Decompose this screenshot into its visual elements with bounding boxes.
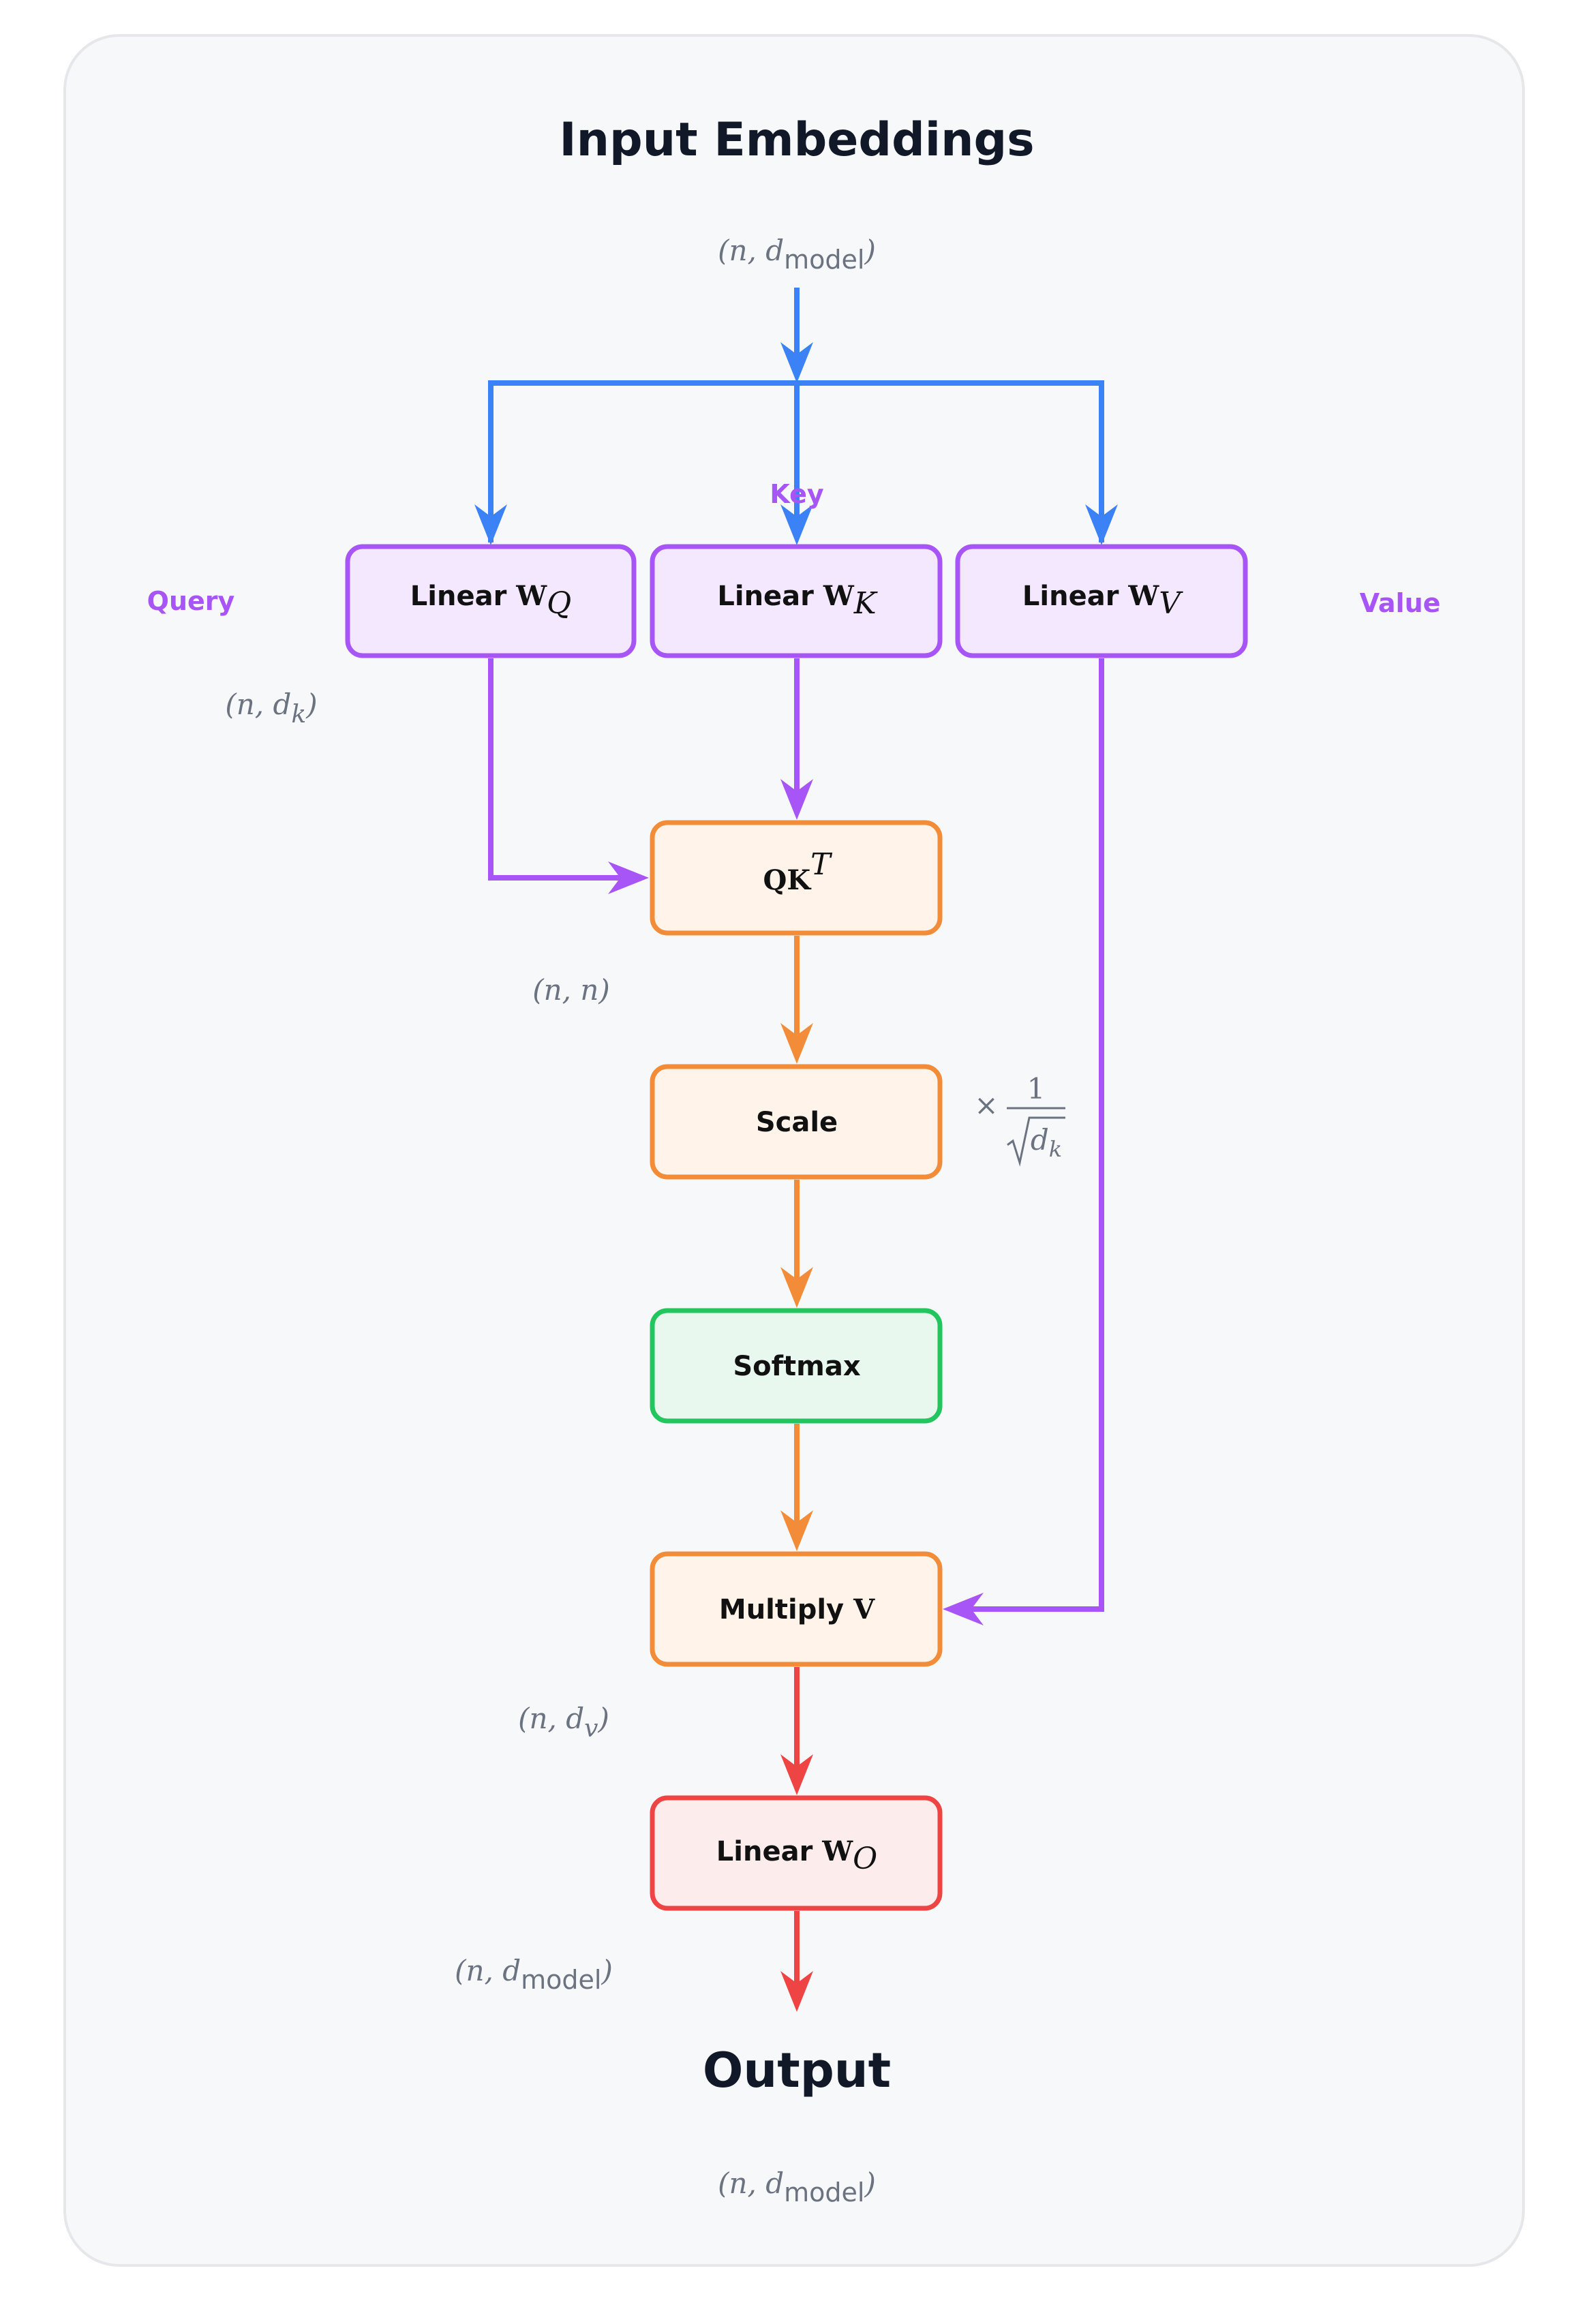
value-label: Value — [1360, 588, 1441, 618]
softmax-label: Softmax — [733, 1351, 860, 1382]
input-dim-a: (n, d — [718, 234, 784, 267]
input-dim-label: (n, dmodel) — [718, 234, 876, 275]
linear-wk-label: Linear WK — [717, 580, 877, 621]
wo-to-output-arrowhead — [780, 1971, 813, 2012]
key-label: Key — [770, 479, 824, 509]
multiply-v-label: Multiply V — [719, 1593, 875, 1625]
scale-label: Scale — [756, 1107, 838, 1138]
k-to-qk-arrowhead — [780, 779, 813, 820]
connectors — [474, 288, 1118, 2012]
softmax-box — [650, 1308, 943, 1424]
multiply-v-box — [650, 1551, 943, 1667]
linear-wo-label: Linear WO — [716, 1835, 877, 1876]
scale-to-softmax-arrowhead — [780, 1267, 813, 1308]
input-dim-b: ) — [864, 234, 875, 267]
input-dim-sub: model — [784, 245, 864, 275]
v-to-multiply-line — [958, 658, 1104, 1612]
linear-wv-box — [955, 544, 1248, 658]
input-trunk-arrowhead — [780, 342, 813, 383]
qk-label: QKT — [763, 847, 834, 896]
scale-box — [650, 1064, 943, 1180]
input-to-q-arrowhead — [474, 504, 507, 545]
linear-wk-box — [650, 544, 943, 658]
linear-wv-label: Linear WV — [1022, 580, 1183, 621]
output-dim-label: (n, dmodel) — [718, 2167, 876, 2207]
v-to-multiply-arrowhead — [943, 1593, 984, 1625]
scale-radicand: dk — [1031, 1123, 1062, 1162]
qk-box — [650, 820, 943, 936]
dim-after-q: (n, dk) — [225, 688, 317, 729]
dim-after-qk: (n, n) — [532, 973, 610, 1007]
scale-sqrt-sign — [1007, 1116, 1065, 1167]
multiply-to-wo-arrowhead — [780, 1754, 813, 1795]
query-label: Query — [147, 586, 235, 616]
linear-wq-label: Linear WQ — [410, 580, 571, 621]
boxes: Linear WQ Linear WK Linear WV QKT Scale … — [345, 544, 1248, 1911]
softmax-to-multiply-arrowhead — [780, 1510, 813, 1551]
scale-factor: × 1 dk — [974, 1072, 1065, 1167]
dim-after-multiply: (n, dv) — [518, 1702, 609, 1743]
output-label: Output — [703, 2043, 891, 2098]
input-to-v-arrowhead — [1085, 504, 1118, 545]
linear-wo-box — [650, 1795, 943, 1911]
q-to-qk-arrowhead — [608, 861, 649, 894]
diagram-title: Input Embeddings — [559, 113, 1034, 167]
dim-after-linear-o: (n, dmodel) — [455, 1954, 613, 1995]
scale-times: × — [974, 1088, 998, 1122]
qk-to-scale-arrowhead — [780, 1023, 813, 1064]
linear-wq-box — [345, 544, 637, 658]
input-to-k-arrowhead — [780, 504, 813, 545]
scale-numerator: 1 — [1027, 1072, 1046, 1105]
q-to-qk-line — [488, 658, 634, 881]
